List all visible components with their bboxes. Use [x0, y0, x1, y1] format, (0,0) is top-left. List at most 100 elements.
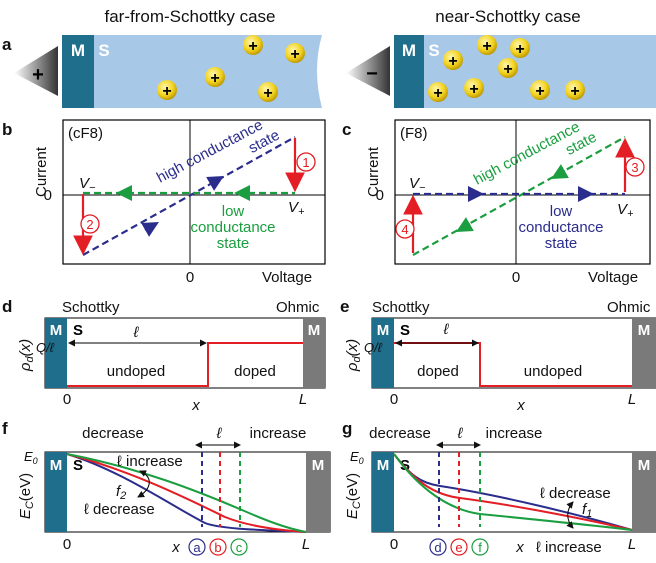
svg-text:state: state [217, 235, 250, 252]
q-label: Q/ℓ [364, 340, 383, 355]
low-conductance-label: low conductance state [518, 203, 603, 252]
high-conductance-line [412, 136, 626, 256]
curve-label-b: b [214, 540, 221, 555]
semiconductor-label: S [98, 41, 109, 60]
plot-frame [371, 317, 656, 389]
ion-icon: + [464, 78, 484, 98]
doping-profile-right: Schottky Ohmic M S M Q/ℓ ρd(x) ℓ doped u… [344, 299, 656, 414]
high-conductance-label: high conductance state [154, 116, 283, 186]
high-conductance-label: high conductance state [471, 118, 600, 188]
svg-text:conductance: conductance [518, 219, 603, 236]
ohmic-metal-label: M [312, 457, 325, 474]
energy-profile-left: decrease ℓ increase M S M E0 EC(eV) ℓ in… [17, 425, 331, 556]
iv-plot-left: (cF8) Current 0 0 Voltage 1 2 V− V+ high… [33, 116, 326, 286]
plot-frame [371, 451, 656, 533]
f1-label: f1 [582, 501, 592, 520]
f1-arrow [566, 501, 574, 529]
f2-label: f2 [116, 483, 126, 502]
metal-label: M [402, 41, 416, 60]
curve-a [66, 453, 307, 533]
svg-text:+: + [448, 53, 457, 70]
curve-b [66, 453, 307, 533]
ion-icon: + [443, 50, 463, 70]
step-label-3: 3 [631, 160, 638, 175]
plot-frame [62, 119, 326, 265]
ion-icon: + [205, 67, 225, 87]
step-label-2: 2 [86, 217, 93, 232]
svg-text:+: + [210, 70, 219, 87]
energy-axis-label: EC(eV) [17, 473, 36, 519]
svg-text:low: low [222, 203, 245, 220]
tip-charge-minus: − [366, 63, 378, 85]
step-marker-2 [80, 214, 100, 234]
svg-text:conductance: conductance [190, 219, 275, 236]
svg-text:+: + [503, 61, 512, 78]
curve-marker-e [450, 538, 468, 556]
ion-icon: + [243, 35, 263, 55]
panel-letter-d: d [2, 297, 12, 316]
doped-label: doped [234, 363, 276, 380]
curve-label-a: a [193, 540, 201, 555]
metal-label: M [71, 41, 85, 60]
ion-icon: + [157, 80, 177, 100]
device-far-schottky: M S + + + + + + [14, 35, 322, 108]
metal-label: M [50, 322, 63, 339]
semiconductor-label: S [428, 41, 439, 60]
decrease-label: decrease [82, 425, 144, 442]
curve-f [393, 453, 633, 531]
vplus-label: V+ [288, 199, 305, 218]
device-near-schottky: M S − + + + + + + + + [346, 35, 656, 108]
ohmic-metal-label: M [638, 457, 651, 474]
L-label: L [299, 391, 307, 408]
curve-marker-a [188, 538, 206, 556]
rho-axis-label: ρd(x) [344, 339, 363, 372]
ion-icon: + [498, 58, 518, 78]
decrease-label: decrease [369, 425, 431, 442]
metal-contact [372, 452, 394, 532]
ohmic-metal-label: M [308, 322, 321, 339]
ion-group: + + + + + [157, 35, 305, 102]
arrow-blue-up [206, 176, 224, 191]
zero-label: 0 [390, 391, 398, 408]
y-zero-label: 0 [376, 187, 384, 204]
svg-text:state: state [545, 235, 578, 252]
schottky-label: Schottky [62, 299, 120, 316]
ell-label: ℓ [457, 425, 464, 442]
doped-label: doped [417, 363, 459, 380]
semiconductor-label: S [73, 322, 83, 339]
svg-text:high conductance: high conductance [471, 118, 583, 188]
step-marker-4 [395, 219, 415, 239]
ell-label: ℓ [216, 425, 223, 442]
curve-marker-b [209, 538, 227, 556]
metal-label: M [377, 457, 390, 474]
ion-icon: + [285, 43, 305, 63]
ion-icon: + [258, 82, 278, 102]
x-zero-label: 0 [512, 269, 520, 286]
metal-contact [394, 35, 424, 108]
probe-tip-icon [346, 46, 390, 96]
arrow-green-down [551, 164, 569, 179]
probe-tip-icon [14, 46, 58, 96]
ell-label: ℓ [443, 321, 450, 338]
ohmic-contact [303, 318, 325, 388]
step-label-4: 4 [401, 222, 408, 237]
increase-label: increase [486, 425, 543, 442]
svg-text:high conductance: high conductance [154, 116, 266, 186]
step-marker-3 [625, 157, 645, 177]
high-conductance-line [82, 136, 296, 256]
increase-label: increase [250, 425, 307, 442]
curve-e [393, 453, 633, 531]
y-axis-label: Current [365, 146, 382, 197]
title-left: far-from-Schottky case [105, 7, 276, 26]
curve-marker-c [230, 538, 248, 556]
ohmic-contact [632, 452, 656, 532]
undoped-label: undoped [107, 363, 165, 380]
ohmic-metal-label: M [638, 322, 651, 339]
semiconductor-label: S [400, 457, 410, 474]
panel-letter-e: e [340, 297, 349, 316]
x-zero-label: 0 [186, 269, 194, 286]
panel-letter-f: f [2, 419, 8, 438]
ion-group: + + + + + + + + [428, 35, 585, 102]
semiconductor-label: S [73, 457, 83, 474]
